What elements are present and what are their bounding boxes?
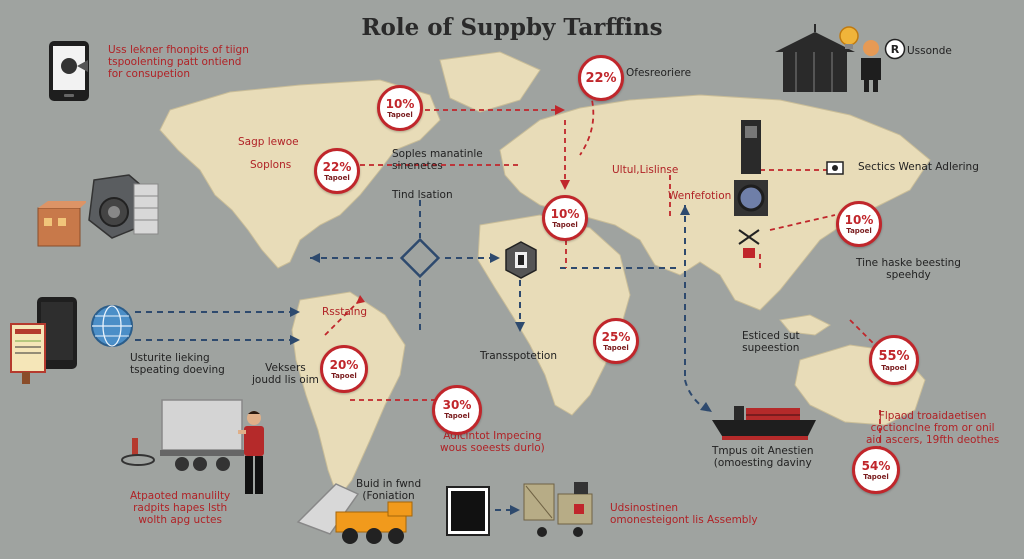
container-ship-icon (712, 406, 816, 440)
tablet-icon (49, 41, 89, 101)
label-wenfe: Wenfefotion (668, 190, 732, 202)
mechanical-hub-icon (505, 241, 537, 279)
label-soplons: Soplons (250, 159, 292, 171)
land-south-america (291, 291, 406, 500)
tariff-badge: 20%Tapoel (320, 345, 368, 393)
diamond-hub-icon (399, 237, 441, 279)
label-sectics: Sectics Wenat Adlering (858, 161, 979, 173)
worker-icon (238, 411, 264, 494)
label-atpaoted: Atpaoted manulilty radpits hapes lsth wo… (130, 490, 231, 526)
label-udsinostinen: Udsinostinen omonesteigont lis Assembly (610, 502, 758, 526)
land-africa (477, 214, 631, 416)
label-soples: Soples manatinle sinenetes (392, 148, 483, 172)
truck-trailer-icon (121, 399, 244, 471)
svg-text:R: R (891, 43, 900, 56)
tariff-badge: 22%Tapoel (314, 148, 360, 194)
label-tine: Tine haske beesting speehdy (856, 257, 961, 281)
document-icon (10, 323, 46, 384)
page-title: Role of Suppby Tarffins (361, 14, 663, 41)
boxes-icon (37, 201, 86, 247)
crane-cargo-icon (523, 482, 593, 537)
label-veksers: Veksers joudd lis oim (252, 362, 319, 386)
tariff-badge: 10%Tapoel (377, 85, 423, 131)
trade-routes-red (324, 91, 881, 470)
tariff-badge: 10%Tapoel (836, 201, 882, 247)
tariff-badge: 55%Tapoel (869, 335, 919, 385)
route-arrowheads (290, 205, 712, 515)
tariff-badge: 25%Tapoel (593, 318, 639, 364)
label-top-left: Uss lekner fhonpits of tiign tspoolentin… (108, 44, 249, 80)
tariff-badge: 22% (578, 55, 624, 101)
label-adicintot: Adicintot Impecing wous soeests durlo) (440, 430, 545, 454)
tools-icon (738, 229, 760, 258)
label-ussonde: Ussonde (907, 45, 952, 57)
registered-icon: R (884, 38, 906, 60)
tariff-badge: 10%Tapoel (542, 195, 588, 241)
globe-icon (91, 305, 133, 347)
camera-icon (734, 120, 768, 216)
label-sagp: Sagp lewoe (238, 136, 299, 148)
robot-worker-icon (861, 40, 881, 92)
label-esticd: Esticed sut supeestion (742, 330, 800, 354)
red-arrowheads (356, 105, 570, 304)
tariff-badge: 30%Tapoel (432, 385, 482, 435)
label-buid: Buid in fwnd (Foniation (356, 478, 422, 502)
monitor-panel-icon (446, 486, 490, 536)
tariff-badge: 54%Tapoel (852, 446, 900, 494)
lightbulb-icon (839, 26, 859, 49)
phone-device-icon (37, 297, 77, 369)
label-ultul: Ultul,Lislinse (612, 164, 679, 176)
label-tmpus: Tmpus oit Anestien (omoesting daviny (712, 445, 814, 469)
label-ofesreoriere: Ofesreoriere (626, 67, 692, 79)
label-rsstaing: Rsstaing (322, 306, 368, 318)
gear-machinery-icon (88, 174, 159, 239)
dump-truck-icon (296, 483, 413, 544)
land-greenland (439, 51, 541, 113)
label-transpot: Transspotetion (480, 350, 557, 362)
label-flpaod: Flpaod troaidaetisen coctionclne from or… (866, 410, 1000, 446)
factory-icon (775, 24, 855, 92)
scanner-icon (826, 161, 844, 175)
label-usturite: Usturite lieking tspeating doeving (130, 352, 225, 376)
label-tind: Tind lsation (392, 189, 453, 201)
land-islands (779, 314, 831, 336)
